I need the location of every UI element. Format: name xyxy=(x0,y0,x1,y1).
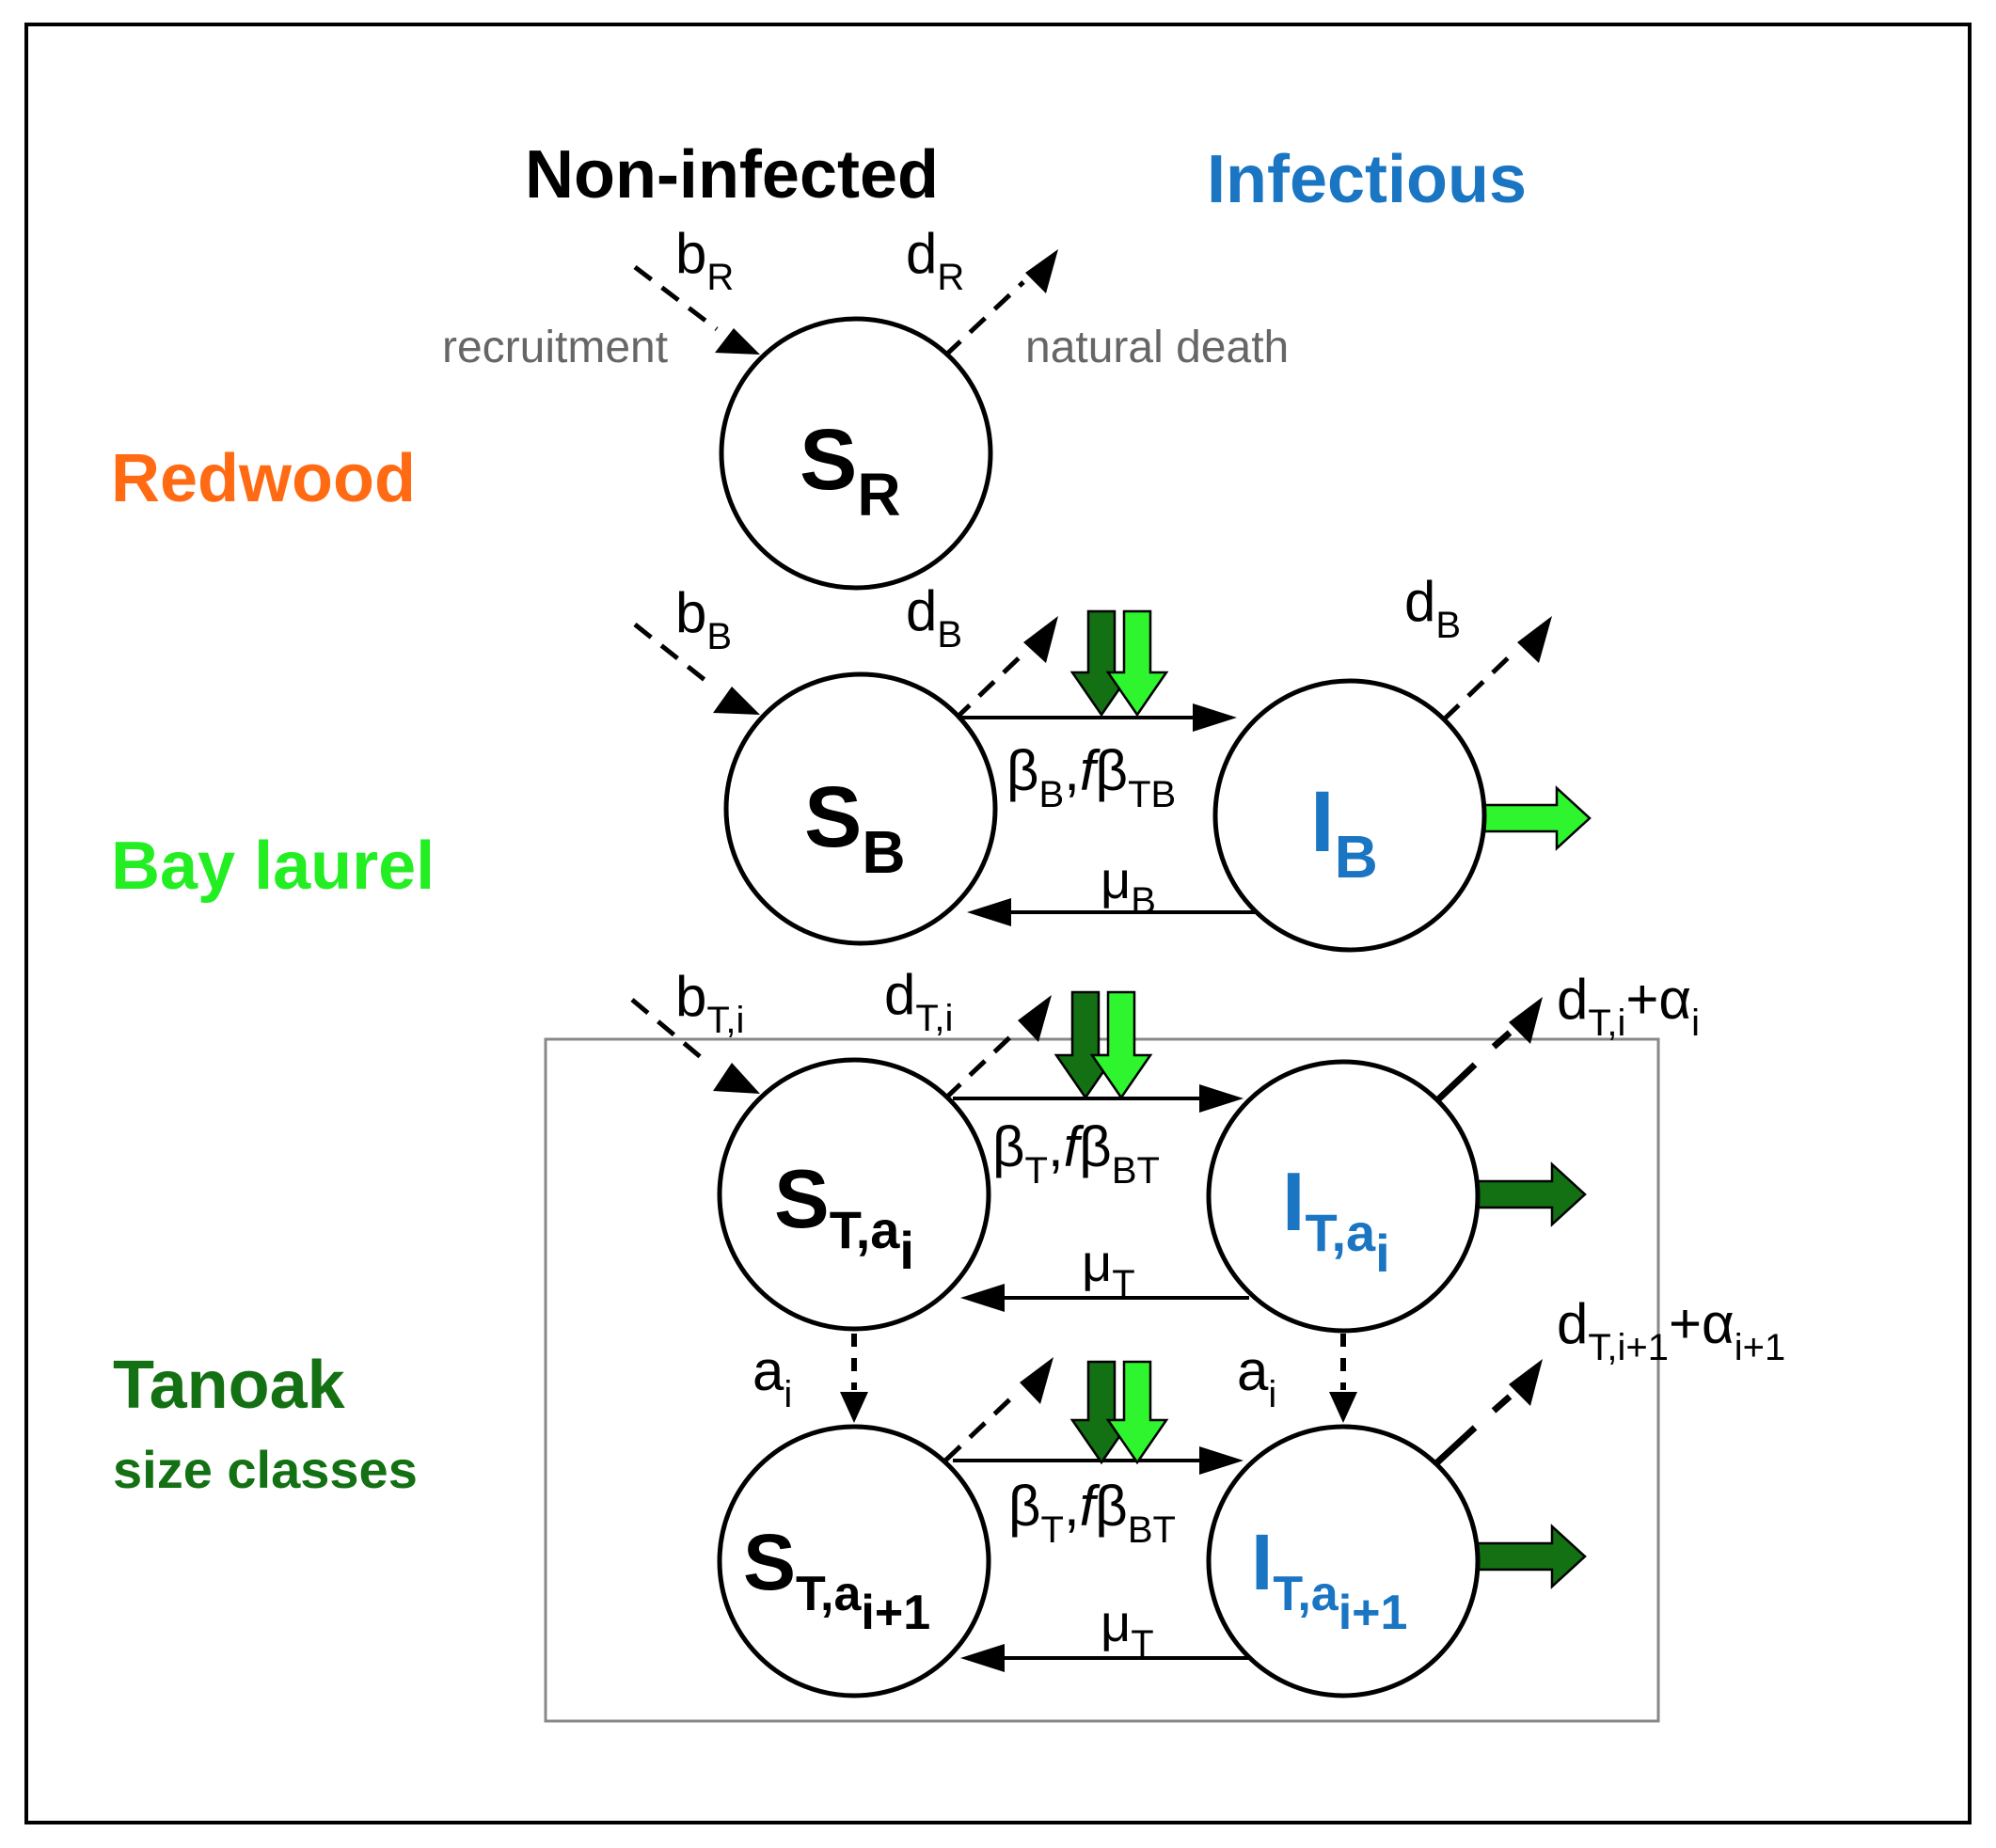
natural-death-note: natural death xyxy=(1025,323,1289,372)
node-s-tanoak-i: ST,ai xyxy=(717,1057,991,1332)
node-s-tanoak-i1: ST,ai+1 xyxy=(717,1424,991,1698)
inoculum-arrow-t1 xyxy=(1473,1161,1587,1227)
svg-text:IB: IB xyxy=(1310,774,1378,891)
infection-arrow-dark-t1 xyxy=(1053,990,1117,1100)
arrow-it2-st2-head xyxy=(960,1644,1005,1672)
tanoak-sublabel: size classes xyxy=(113,1440,418,1499)
infection-arrow-dark-t2 xyxy=(1069,1360,1133,1465)
infection-arrow-light-t1 xyxy=(1089,990,1153,1100)
infectious-header: Infectious xyxy=(1207,142,1527,217)
arrow-death-it1 xyxy=(1509,997,1543,1044)
rate-b-r: bR xyxy=(675,222,734,298)
arrow-recruit-st1 xyxy=(713,1063,760,1094)
svg-text:ST,ai+1: ST,ai+1 xyxy=(743,1518,930,1640)
arrow-death-it2 xyxy=(1509,1359,1543,1406)
svg-text:IT,ai: IT,ai xyxy=(1282,1155,1390,1283)
arrow-st1-it1-head xyxy=(1199,1084,1244,1113)
node-s-bay: SB xyxy=(723,671,998,946)
outer-frame xyxy=(24,23,1972,1824)
infection-arrow-light-t2 xyxy=(1105,1360,1169,1465)
arrow-death-sb xyxy=(1023,616,1058,663)
rate-b-b: bB xyxy=(675,581,732,657)
node-s-redwood: SR xyxy=(719,316,993,591)
rate-d-b-s: dB xyxy=(906,579,962,655)
rate-mu-t-i: μT xyxy=(1082,1233,1135,1304)
arrow-death-st1 xyxy=(1018,995,1052,1042)
tanoak-label: Tanoak xyxy=(113,1348,346,1423)
rate-beta-t-i: βT,fβBT xyxy=(992,1115,1160,1192)
rate-aging-i: ai xyxy=(1237,1339,1276,1415)
svg-text:SB: SB xyxy=(804,769,906,886)
node-i-tanoak-i1: IT,ai+1 xyxy=(1206,1424,1481,1698)
rate-d-t: dT,i xyxy=(884,963,953,1039)
arrow-recruit-sb xyxy=(713,687,760,715)
tanoak-box xyxy=(544,1037,1660,1723)
arrow-ib-sb-head xyxy=(967,898,1011,926)
arrow-death-st2 xyxy=(1020,1357,1053,1404)
infection-arrow-light-bay xyxy=(1105,609,1169,718)
rate-d-alpha-i: dT,i+αi xyxy=(1557,968,1700,1044)
inoculum-arrow-t2 xyxy=(1473,1524,1587,1589)
rate-beta-b: βB,fβTB xyxy=(1006,739,1176,815)
arrow-aging-s xyxy=(840,1392,868,1423)
rate-b-t: bT,i xyxy=(675,965,744,1041)
inoculum-arrow-bay xyxy=(1478,785,1592,851)
arrow-death-ib xyxy=(1517,616,1552,663)
svg-text:SR: SR xyxy=(800,412,901,529)
arrow-recruit-sr xyxy=(715,328,760,355)
arrow-death-sr xyxy=(1025,249,1058,293)
redwood-label: Redwood xyxy=(111,441,416,516)
infection-arrow-dark-bay xyxy=(1069,609,1133,718)
rate-mu-b: μB xyxy=(1101,850,1156,922)
node-i-bay: IB xyxy=(1212,678,1487,953)
rate-beta-t-i1: βT,fβBT xyxy=(1008,1475,1176,1551)
arrow-it1-st1-head xyxy=(960,1284,1005,1312)
bay-laurel-label: Bay laurel xyxy=(111,829,435,904)
recruitment-note: recruitment xyxy=(442,323,668,372)
rate-aging-s: ai xyxy=(752,1339,792,1415)
rate-d-b-i: dB xyxy=(1404,570,1461,646)
rate-mu-t-i1: μT xyxy=(1101,1593,1154,1665)
svg-text:IT,ai+1: IT,ai+1 xyxy=(1251,1518,1407,1640)
arrow-aging-i xyxy=(1329,1392,1357,1423)
non-infected-header: Non-infected xyxy=(525,137,939,213)
svg-text:ST,ai: ST,ai xyxy=(774,1152,914,1280)
rate-d-alpha-i1: dT,i+1+αi+1 xyxy=(1557,1292,1785,1368)
node-i-tanoak-i: IT,ai xyxy=(1206,1059,1481,1334)
arrow-st2-it2-head xyxy=(1199,1446,1244,1475)
rate-d-r: dR xyxy=(906,222,964,298)
arrow-sb-ib-head xyxy=(1193,703,1237,732)
